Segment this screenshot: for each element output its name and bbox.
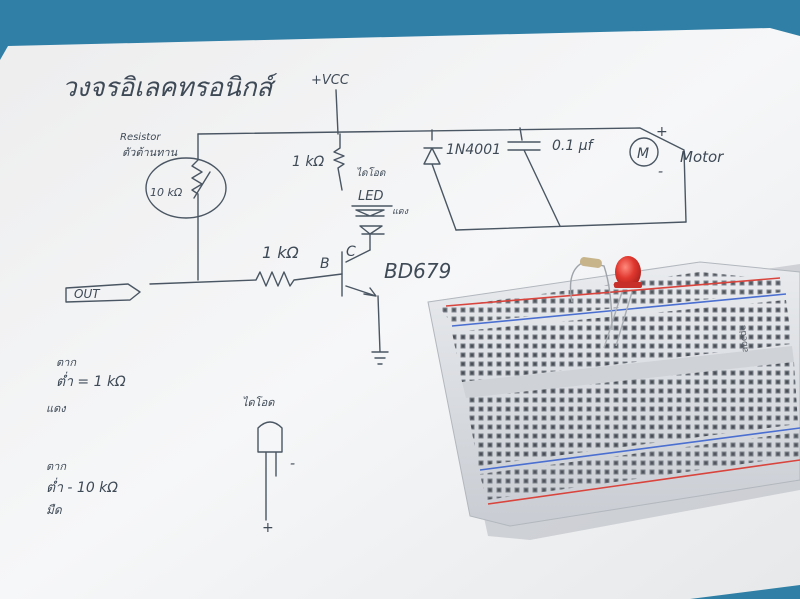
top-rail-red-line (445, 277, 781, 307)
resistor-body (579, 257, 602, 268)
out-label: OUT (74, 287, 101, 301)
top-rail-blue-line (451, 293, 787, 327)
led2-minus: - (290, 456, 295, 472)
breadboard-letters: abcde (738, 324, 751, 353)
resistor-note: Resistor (120, 132, 161, 143)
pot-label: 10 kΩ (150, 186, 183, 199)
lower-terminal-strip (466, 362, 798, 466)
note1-line2: ต่ำ = 1 kΩ (56, 371, 126, 390)
led-leg-2 (615, 291, 633, 347)
led-label: LED (358, 189, 383, 204)
motor-symbol: M (637, 146, 649, 162)
components-on-board (569, 256, 642, 349)
note2-line3: มืด (46, 503, 63, 517)
diode-label: 1N4001 (446, 142, 501, 158)
bottom-rail-blue-line (479, 427, 800, 471)
center-channel (462, 346, 794, 398)
base-label: B (320, 256, 330, 272)
led2-plus: + (262, 520, 274, 536)
motor-plus: + (656, 124, 668, 140)
led-thai-label-2: ไดโอด (242, 396, 275, 409)
motor-minus: - (658, 164, 663, 180)
collector-label: C (346, 244, 356, 260)
led-note: แดง (392, 207, 409, 217)
bottom-power-rail (480, 432, 800, 500)
bottom-rail-red-line (487, 459, 800, 505)
capacitor-label: 0.1 μf (552, 138, 595, 154)
base-resistor-label: 1 kΩ (262, 243, 300, 262)
sketch-title: วงจรอิเลคทรอนิกส์ (62, 73, 277, 103)
schematic (65, 89, 687, 521)
note1-line3: แดง (46, 402, 67, 415)
note1-line1: ตาก (56, 356, 77, 369)
red-led (615, 256, 641, 288)
resistor-lead (569, 261, 613, 331)
motor-label: Motor (680, 148, 724, 166)
resistor-thai: ตัวต้านทาน (122, 146, 178, 159)
vcc-label: +VCC (311, 73, 350, 88)
transistor-label: BD679 (384, 259, 451, 283)
note2-line2: ต่ำ - 10 kΩ (46, 477, 118, 496)
upper-terminal-strip (452, 300, 792, 382)
led-leg-1 (603, 291, 623, 349)
collector-resistor-label: 1 kΩ (292, 154, 324, 170)
breadboard: abcde (427, 261, 800, 540)
red-led-rim (614, 282, 642, 288)
note2-line1: ตาก (46, 460, 67, 473)
led-thai-label: ไดโอด (356, 167, 386, 179)
